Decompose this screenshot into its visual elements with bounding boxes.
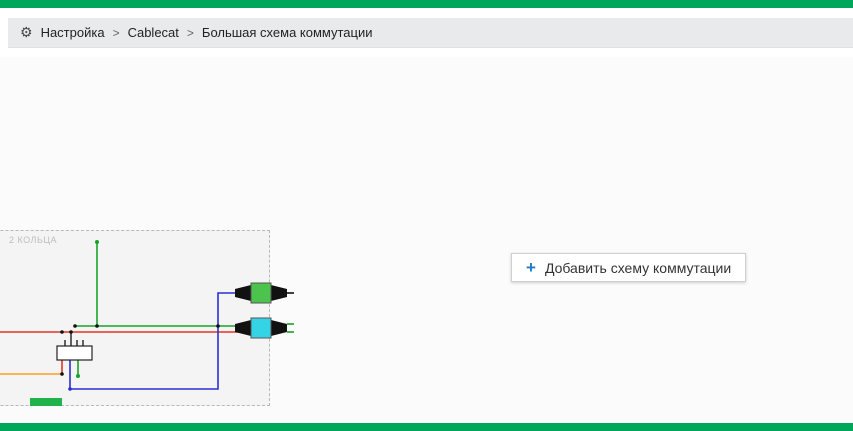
- commutation-scheme-panel[interactable]: 2 КОЛЬЦА: [0, 230, 294, 406]
- add-scheme-label: Добавить схему коммутации: [544, 259, 732, 276]
- wire-blue: [69, 292, 251, 390]
- scheme-label: 2 КОЛЬЦА: [9, 235, 58, 245]
- canvas: 2 КОЛЬЦА: [0, 57, 853, 423]
- breadcrumb-separator: >: [186, 25, 194, 40]
- wire-red: [0, 331, 251, 374]
- node-box-green: [30, 398, 62, 406]
- add-scheme-button[interactable]: + Добавить схему коммутации: [511, 253, 747, 282]
- junction-dots: [60, 324, 220, 391]
- bottom-accent-bar: [0, 423, 853, 431]
- scheme-diagram: [0, 240, 294, 406]
- top-accent-bar: [0, 0, 853, 8]
- breadcrumb-item-cablecat[interactable]: Cablecat: [127, 25, 179, 40]
- breadcrumb: ⚙ Настройка > Cablecat > Большая схема к…: [8, 18, 853, 48]
- plus-icon: +: [526, 258, 536, 277]
- breadcrumb-item-settings[interactable]: Настройка: [40, 25, 105, 40]
- connector-cyan: [235, 317, 287, 339]
- connector-green: [235, 282, 294, 304]
- wire-green-endpoint: [95, 240, 99, 244]
- wire-green-endpoint: [76, 374, 80, 378]
- breadcrumb-separator: >: [112, 25, 120, 40]
- gear-icon[interactable]: ⚙: [20, 24, 33, 40]
- wire-green: [75, 242, 294, 375]
- splitter-device: [56, 332, 93, 361]
- breadcrumb-item-current: Большая схема коммутации: [201, 25, 373, 40]
